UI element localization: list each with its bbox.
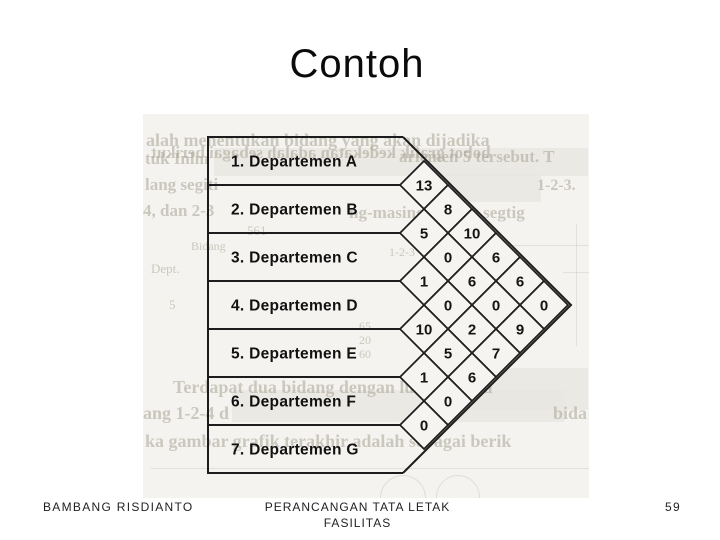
department-label-6: 6. Departemen F (231, 394, 356, 411)
scan-shade (232, 390, 564, 422)
ghost-text: 1-2-3. (537, 177, 576, 194)
ghost-text: 20 (359, 333, 371, 347)
department-label-3: 3. Departemen C (231, 250, 358, 267)
footer-page-number: 59 (665, 500, 681, 514)
chart-right-edge (402, 136, 573, 474)
rel-value-3-4: 1 (420, 273, 428, 290)
rel-value-1-4: 10 (464, 225, 481, 242)
rel-value-5-6: 1 (420, 369, 428, 386)
department-label-2: 2. Departemen B (231, 202, 358, 219)
footer-course-title: PERANCANGAN TATA LETAK FASILITAS (264, 500, 451, 530)
rel-value-1-6: 6 (516, 273, 524, 290)
scan-faint-line (576, 224, 577, 346)
rel-value-6-7: 0 (420, 417, 428, 434)
scan-faint-line (563, 272, 589, 273)
ghost-text: tuk Inlm (145, 149, 209, 168)
ghost-text: arlemen 5 tersebut. T (399, 147, 555, 166)
department-label-5: 5. Departemen E (231, 346, 357, 363)
ghost-text: 1-2-3 (389, 245, 415, 259)
rel-value-5-7: 0 (444, 393, 452, 410)
scan-shade (214, 148, 588, 176)
ghost-text: lang segiti (145, 175, 219, 194)
rel-value-4-5: 10 (416, 321, 433, 338)
rel-value-3-6: 2 (468, 321, 476, 338)
department-label-7: 7. Departemen G (231, 442, 359, 459)
rel-cell-6-7 (398, 399, 450, 451)
slide-title: Contoh (289, 42, 425, 86)
scan-faint-line (500, 245, 589, 246)
rel-value-1-2: 13 (416, 177, 433, 194)
rel-value-4-6: 5 (444, 345, 452, 362)
rel-value-2-6: 0 (492, 297, 500, 314)
ghost-text: 60 (359, 347, 371, 361)
ghost-text: 5 (169, 297, 176, 312)
scan-faint-line (151, 468, 589, 469)
ghost-text: Dept. (151, 261, 180, 276)
chart-frame (207, 136, 403, 474)
department-label-1: 1. Departemen A (231, 154, 357, 171)
rel-value-2-3: 5 (420, 225, 428, 242)
rel-value-2-7: 9 (516, 321, 524, 338)
rel-value-2-5: 6 (468, 273, 476, 290)
rel-value-1-5: 6 (492, 249, 500, 266)
ghost-text: 4, dan 2-3 (143, 201, 215, 220)
department-label-4: 4. Departemen D (231, 298, 358, 315)
footer-author: BAMBANG RISDIANTO (43, 500, 194, 514)
ghost-text: bida (553, 403, 588, 423)
rel-value-4-7: 6 (468, 369, 476, 386)
ghost-text: alah menentukan bidang yang akan dijadik… (146, 130, 490, 150)
scanned-figure: alah menentukan bidang yang akan dijadik… (143, 114, 589, 498)
rel-value-3-5: 0 (444, 297, 452, 314)
rel-value-1-7: 0 (540, 297, 548, 314)
rel-value-3-7: 7 (492, 345, 500, 362)
rel-value-1-3: 8 (444, 201, 452, 218)
rel-value-2-4: 0 (444, 249, 452, 266)
